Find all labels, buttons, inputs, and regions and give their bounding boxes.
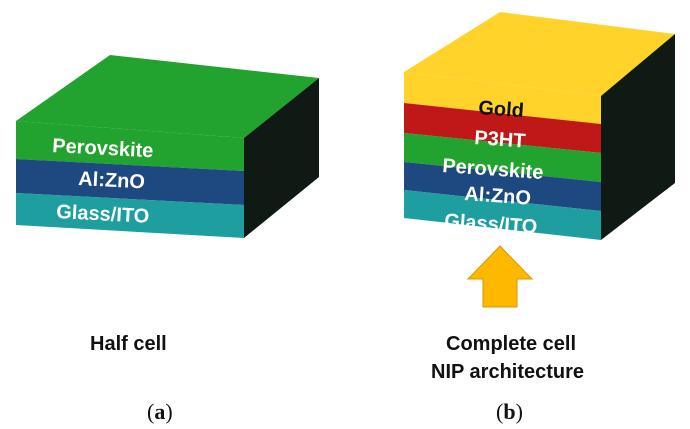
panel-b-layer-gold [404,72,601,124]
panel-b-label-close: ) [516,399,523,424]
panel-a-caption: Half cell [90,333,167,355]
panel-b-label-letter: b [503,399,515,424]
panel-a-label-close: ) [165,399,172,424]
panel-a-side-face [244,78,319,238]
panel-a-alzno-label: Al:ZnO [78,168,146,193]
up-arrow-icon [466,245,534,308]
panel-b: Gold P3HT Perovskite Al:ZnO Glass/ITO Co… [404,12,675,424]
panel-b-side-face [601,34,675,240]
panel-a-label: (a) [147,399,173,424]
panel-b-alzno-label: Al:ZnO [464,183,532,210]
panel-a-label-letter: a [154,399,165,424]
panel-a-layer-perovskite [16,121,244,171]
panel-a-perovskite-label: Perovskite [52,135,154,162]
panel-b-top-face [404,12,675,96]
panel-b-layer-alzno [404,162,601,211]
panel-b-caption-line1: Complete cell [446,333,576,355]
panel-b-label-open: ( [496,399,503,424]
panel-a: Perovskite Al:ZnO Glass/ITO Half cell (a… [16,55,319,424]
panel-b-layer-glass-ito [404,190,601,240]
panel-b-layer-p3ht [404,103,601,153]
panel-a-layer-alzno [16,159,244,205]
panel-a-layer-glass-ito [16,193,244,238]
panel-b-label: (b) [496,399,523,424]
panel-b-layer-perovskite [404,133,601,182]
panel-b-p3ht-label: P3HT [474,127,527,153]
panel-b-gold-label: Gold [478,97,525,122]
panel-b-caption-line2: NIP architecture [431,361,584,383]
panel-a-top-face [16,55,319,138]
panel-a-label-open: ( [147,399,154,424]
panel-a-glass-ito-label: Glass/ITO [56,201,150,228]
